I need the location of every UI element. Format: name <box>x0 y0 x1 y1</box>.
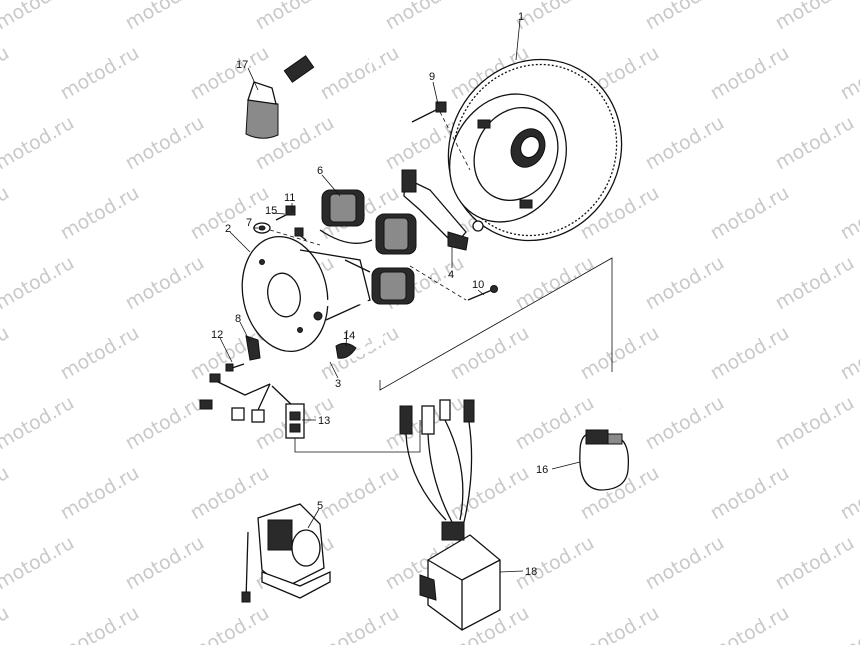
callout-10: 10 <box>472 279 484 291</box>
callout-11: 11 <box>284 192 295 204</box>
callout-9: 9 <box>429 71 435 83</box>
watermark-text: motod.ru <box>252 0 338 34</box>
flywheel-bolt-part <box>411 101 471 171</box>
pulser-screw-part <box>409 265 498 301</box>
assembly-lines <box>294 257 613 453</box>
callout-16: 16 <box>536 464 548 476</box>
watermark-text: motod.ru <box>187 602 273 645</box>
watermark-text: motod.ru <box>707 42 793 105</box>
callout-8: 8 <box>235 313 241 325</box>
watermark-text: motod.ru <box>577 322 663 385</box>
flywheel-part <box>447 58 623 242</box>
watermark-text: motod.ru <box>577 602 663 645</box>
watermark-text: motod.ru <box>122 252 208 315</box>
watermark-text: motod.ru <box>57 462 143 525</box>
starter-relay-part <box>241 503 331 603</box>
ignition-coil-part <box>579 372 630 491</box>
watermark-text: motod.ru <box>707 602 793 645</box>
stator-plate-part <box>241 235 371 353</box>
watermark-text: motod.ru <box>0 532 78 595</box>
watermark-text: motod.ru <box>707 462 793 525</box>
watermark-text: motod.ru <box>772 112 858 175</box>
wire-harness-part <box>199 297 383 423</box>
connector-13-part <box>285 403 305 439</box>
watermark-text: motod.ru <box>0 112 78 175</box>
leader-lines <box>219 19 581 573</box>
watermark-text: motod.ru <box>447 462 533 525</box>
watermark-text: motod.ru <box>772 532 858 595</box>
callout-2: 2 <box>225 223 231 235</box>
spark-plug-lead-part <box>245 36 376 201</box>
watermark-text: motod.ru <box>122 112 208 175</box>
watermark-text: motod.ru <box>837 462 860 525</box>
callout-labels: 1 2 3 4 5 6 7 8 9 10 11 12 13 14 15 16 1… <box>211 11 548 578</box>
fastener-parts <box>253 205 321 246</box>
watermark-text: motod.ru <box>122 392 208 455</box>
watermark-text: motod.ru <box>57 182 143 245</box>
watermark-text: motod.ru <box>0 0 78 34</box>
watermark-text: motod.ru <box>772 392 858 455</box>
watermark-text: motod.ru <box>57 602 143 645</box>
callout-4: 4 <box>448 269 454 281</box>
watermark-text: motod.ru <box>512 0 598 34</box>
callout-7: 7 <box>246 217 252 229</box>
cdi-module-part <box>399 399 501 631</box>
watermark-text: motod.ru <box>447 322 533 385</box>
watermark-text: motod.ru <box>0 182 13 245</box>
watermark-text: motod.ru <box>0 602 13 645</box>
watermark-text: motod.ru <box>0 252 78 315</box>
callout-3: 3 <box>335 378 341 390</box>
watermark-text: motod.ru <box>837 322 860 385</box>
watermark-text: motod.ru <box>642 392 728 455</box>
callout-14: 14 <box>343 330 355 342</box>
watermark-text: motod.ru <box>317 602 403 645</box>
watermark-text: motod.ru <box>0 392 78 455</box>
callout-5: 5 <box>317 500 323 512</box>
watermark-text: motod.ru <box>512 252 598 315</box>
watermark-text: motod.ru <box>707 322 793 385</box>
callout-15: 15 <box>265 205 277 217</box>
callout-12: 12 <box>211 329 223 341</box>
watermark-text: motod.ru <box>122 0 208 34</box>
stator-coils-part <box>319 189 417 305</box>
watermark-text: motod.ru <box>512 532 598 595</box>
watermark-text: motod.ru <box>642 0 728 34</box>
watermark-text: motod.ru <box>642 532 728 595</box>
watermark-text: motod.ru <box>837 42 860 105</box>
watermark-text: motod.ru <box>772 252 858 315</box>
watermark-text: motod.ru <box>0 462 13 525</box>
watermark-text: motod.ru <box>382 0 468 34</box>
watermark-text: motod.ru <box>0 42 13 105</box>
watermark-text: motod.ru <box>57 322 143 385</box>
watermark-text: motod.ru <box>772 0 858 34</box>
watermark-text: motod.ru <box>0 322 13 385</box>
watermark-text: motod.ru <box>57 42 143 105</box>
watermark-text: motod.ru <box>317 462 403 525</box>
callout-18: 18 <box>525 566 537 578</box>
callout-1: 1 <box>518 11 524 23</box>
wire-clamp-part <box>225 335 261 372</box>
watermark-text: motod.ru <box>642 252 728 315</box>
callout-6: 6 <box>317 165 323 177</box>
watermark-text: motod.ru <box>187 462 273 525</box>
watermark-text: motod.ru <box>837 182 860 245</box>
watermark-text: motod.ru <box>707 182 793 245</box>
watermark-text: motod.ru <box>122 532 208 595</box>
watermark-text: motod.ru <box>837 602 860 645</box>
callout-17: 17 <box>236 59 248 71</box>
watermark-text: motod.ru <box>642 112 728 175</box>
pulser-coil-part <box>401 169 484 251</box>
callout-13: 13 <box>318 415 330 427</box>
